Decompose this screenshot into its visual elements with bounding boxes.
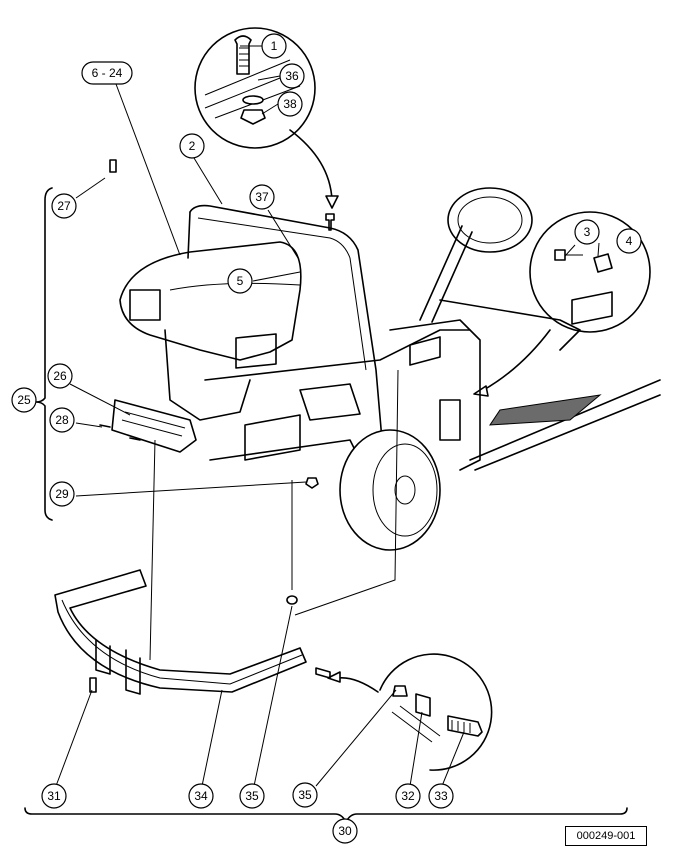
nut-35 [286,595,298,605]
bumper-bolt [315,667,331,679]
callout-37: 37 [249,184,275,210]
callout-35-left: 35 [239,783,265,809]
callout-2: 2 [179,133,205,159]
svg-text:35: 35 [298,788,312,802]
bumper-bracket [111,399,197,453]
body-shroud [187,204,383,447]
svg-text:34: 34 [194,789,208,803]
svg-text:4: 4 [626,234,633,248]
svg-text:38: 38 [283,97,297,111]
svg-text:28: 28 [55,413,69,427]
detail-inset-top [194,27,316,149]
svg-text:31: 31 [47,789,61,803]
bracket-25 [35,187,53,521]
right-detail-arrow [479,329,551,393]
screw-27 [109,159,117,173]
bracket-30 [24,807,628,823]
screw-37-upper [325,213,335,231]
callout-6-24: 6 - 24 [81,61,133,85]
detail-arrow-head [325,195,339,209]
svg-text:3: 3 [584,225,591,239]
svg-text:29: 29 [55,487,69,501]
figure-number: 000249-001 [565,826,647,846]
detail-arrow [289,129,333,201]
svg-text:36: 36 [285,69,299,83]
svg-text:1: 1 [271,39,278,53]
callout-31: 31 [41,783,67,809]
svg-text:33: 33 [434,789,448,803]
svg-text:5: 5 [237,274,244,288]
svg-text:2: 2 [189,139,196,153]
front-cowl [119,241,302,421]
svg-text:37: 37 [255,190,269,204]
callout-29: 29 [49,481,75,507]
callout-38: 38 [277,91,303,117]
callout-28: 28 [49,407,75,433]
svg-text:26: 26 [53,369,67,383]
svg-text:27: 27 [57,199,71,213]
front-bumper [54,569,307,695]
callout-30: 30 [332,818,358,844]
svg-text:30: 30 [338,824,352,838]
svg-text:32: 32 [401,789,415,803]
front-wheel [339,429,441,551]
callout-25: 25 [11,387,37,413]
callout-27: 27 [51,193,77,219]
steering-wheel [419,187,533,323]
bolt-31 [89,677,97,693]
callout-35-right: 35 [292,782,318,808]
callout-3: 3 [574,219,600,245]
nut-29 [305,477,319,489]
callout-34: 34 [188,783,214,809]
bottom-detail-arrow [337,676,379,693]
callout-4: 4 [616,228,642,254]
callout-5: 5 [227,268,253,294]
svg-text:6 - 24: 6 - 24 [92,66,123,80]
floorboard [439,299,661,471]
callout-36: 36 [279,63,305,89]
detail-inset-bottom [379,653,493,771]
callout-32: 32 [395,783,421,809]
leader-lines [55,45,600,787]
callout-33: 33 [428,783,454,809]
bolts-28 [99,424,141,441]
callout-1: 1 [261,33,287,59]
bottom-detail-arrow-head [327,671,341,683]
right-detail-arrow-head [473,385,489,397]
detail-inset-right [529,211,651,333]
assembly-guide-lines [149,369,399,661]
svg-text:25: 25 [17,393,31,407]
callout-26: 26 [47,363,73,389]
svg-text:35: 35 [245,789,259,803]
